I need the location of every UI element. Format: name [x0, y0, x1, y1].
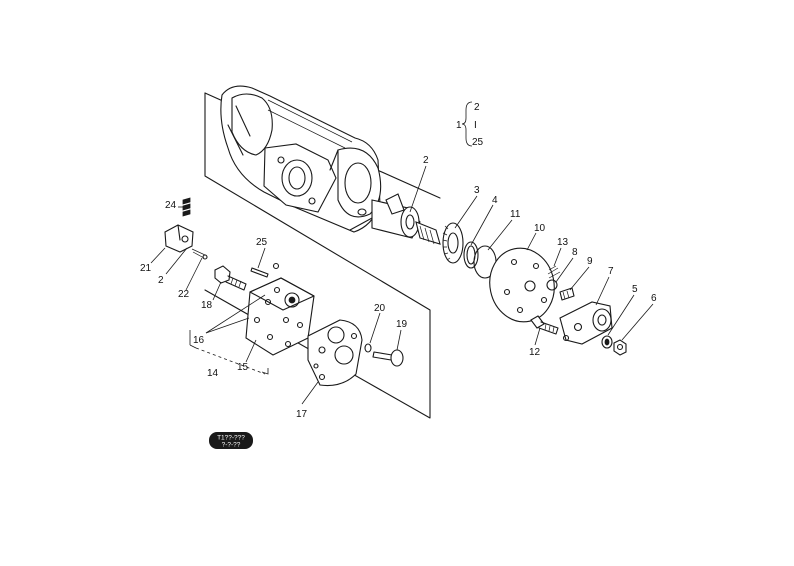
pin-25 [250, 262, 280, 278]
callout-19: 19 [396, 319, 408, 330]
callout-14: 14 [207, 368, 219, 379]
callout-13: 13 [557, 237, 569, 248]
elbow-fitting [164, 224, 194, 253]
plug-19 [372, 349, 404, 367]
callout-3: 3 [474, 185, 480, 196]
callout-15: 15 [237, 362, 249, 373]
group-bracket-14 [189, 330, 269, 375]
callout-20: 20 [374, 303, 386, 314]
callout-2-fitting: 2 [158, 275, 164, 286]
callout-12: 12 [529, 347, 541, 358]
pump-body-plate [245, 277, 315, 356]
legend-group-bracket [461, 101, 473, 147]
nut [613, 339, 627, 356]
bolt-18 [214, 265, 247, 291]
shaft-assembly [371, 193, 464, 264]
spring-24 [182, 197, 191, 217]
main-housing [220, 85, 382, 233]
callout-7: 7 [608, 266, 614, 277]
leader-lines [150, 165, 654, 405]
gasket [307, 319, 363, 387]
legend-first-label: 2 [474, 102, 480, 113]
small-washer-20 [364, 343, 372, 353]
callout-6: 6 [651, 293, 657, 304]
callout-17: 17 [296, 409, 308, 420]
legend-last-label: 25 [472, 137, 484, 148]
callout-21: 21 [140, 263, 152, 274]
callout-22: 22 [178, 289, 190, 300]
callout-25: 25 [256, 237, 268, 248]
callout-16: 16 [193, 335, 205, 346]
bolt-12 [530, 315, 559, 335]
stamp-line-2: ?-?-?? [222, 442, 241, 449]
pin-22 [191, 248, 208, 260]
stamp-line-1: T1??-??? [217, 435, 245, 442]
valve-parts [546, 265, 575, 301]
snap-ring [463, 241, 479, 269]
callout-24: 24 [165, 200, 177, 211]
washer [601, 335, 613, 349]
drawing-stamp: T1??-??? ?-?-?? [209, 432, 253, 449]
callout-2-shaft: 2 [423, 155, 429, 166]
callout-11: 11 [510, 209, 521, 220]
callout-18: 18 [201, 300, 213, 311]
cover-plate [489, 247, 555, 323]
callout-10: 10 [534, 223, 546, 234]
bracket [559, 301, 613, 345]
callout-5: 5 [632, 284, 638, 295]
callout-8: 8 [572, 247, 578, 258]
legend-parent-label: 1 [456, 120, 462, 131]
callout-9: 9 [587, 256, 593, 267]
callout-4: 4 [492, 195, 498, 206]
legend-separator-label: I [474, 120, 477, 131]
